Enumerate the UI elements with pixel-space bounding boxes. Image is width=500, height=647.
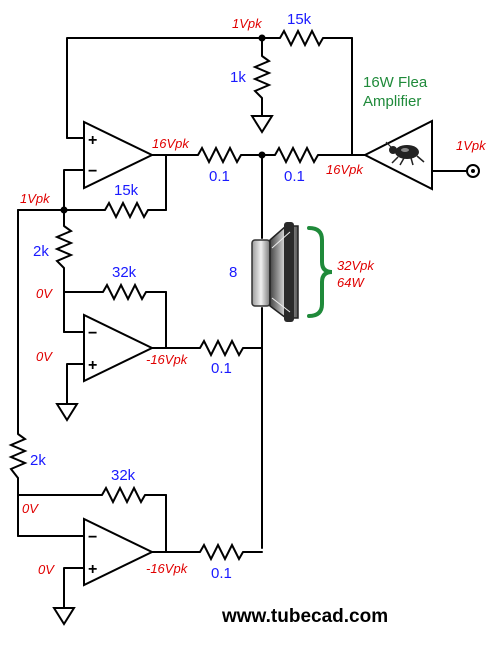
label-v-opamp2-noninv: 0V	[36, 349, 53, 364]
label-v-opamp3-out: -16Vpk	[146, 561, 189, 576]
junction-dot	[258, 151, 266, 159]
label-flea-title: 16W Flea	[363, 74, 428, 91]
junction-dots	[60, 34, 266, 214]
flea-bug-icon	[385, 141, 425, 166]
opamp-3: − +	[83, 517, 155, 587]
label-speaker-ohms: 8	[229, 264, 237, 281]
label-v-input: 1Vpk	[20, 191, 51, 206]
junction-dot	[60, 206, 68, 214]
label-r-15k-feedback: 15k	[114, 182, 139, 199]
label-r-0.1-opamp2: 0.1	[211, 360, 232, 377]
resistor-0.1-opamp1	[197, 145, 242, 165]
label-v-opamp2-out: -16Vpk	[146, 352, 189, 367]
resistor-1k	[252, 55, 272, 99]
label-r-2k-divider-1: 2k	[33, 243, 49, 260]
label-speaker-voltage: 32Vpk	[337, 258, 375, 273]
label-r-15k-top: 15k	[287, 11, 312, 28]
label-r-1k: 1k	[230, 69, 246, 86]
junction-dot	[258, 34, 266, 42]
resistor-15k-feedback	[104, 200, 149, 220]
label-r-0.1-opamp3: 0.1	[211, 565, 232, 582]
ground-icon	[52, 607, 76, 626]
wires	[17, 37, 469, 609]
speaker-brace	[307, 226, 333, 318]
website-url: www.tubecad.com	[221, 606, 388, 627]
label-r-0.1-flea: 0.1	[284, 168, 305, 185]
flea-amplifier	[362, 119, 433, 191]
opamp-plus-sign: +	[88, 132, 97, 149]
ground-icon	[250, 115, 274, 134]
opamp-1: + −	[83, 120, 155, 190]
resistor-15k-top	[279, 28, 324, 48]
label-v-out: 1Vpk	[456, 138, 487, 153]
opamp-plus-sign: +	[88, 357, 97, 374]
label-v-opamp1-out: 16Vpk	[152, 136, 190, 151]
resistor-32k-opamp2	[102, 282, 147, 302]
opamp-minus-sign: −	[88, 529, 97, 546]
label-r-0.1-opamp1: 0.1	[209, 168, 230, 185]
opamp-2: − +	[83, 313, 155, 383]
label-v-opamp3-noninv: 0V	[38, 562, 55, 577]
opamp-minus-sign: −	[88, 163, 97, 180]
label-r-2k-divider-2: 2k	[30, 452, 46, 469]
label-r-32k-opamp3: 32k	[111, 467, 136, 484]
resistor-0.1-flea	[274, 145, 319, 165]
label-v-opamp2-inv: 0V	[36, 286, 53, 301]
resistors	[8, 28, 324, 562]
resistor-0.1-opamp3	[199, 542, 244, 562]
label-speaker-power: 64W	[337, 275, 365, 290]
resistor-0.1-opamp2	[199, 338, 244, 358]
resistor-32k-opamp3	[101, 485, 146, 505]
opamp-plus-sign: +	[88, 561, 97, 578]
speaker-icon	[251, 222, 299, 322]
opamp-minus-sign: −	[88, 325, 97, 342]
label-r-32k-opamp2: 32k	[112, 264, 137, 281]
label-flea-subtitle: Amplifier	[363, 93, 421, 110]
ground-icon	[55, 403, 79, 422]
labels: 1Vpk 15k 1k 16W Flea Amplifier 1Vpk 16Vp…	[20, 11, 487, 627]
label-v-opamp3-inv: 0V	[22, 501, 39, 516]
resistor-2k-divider-1	[54, 225, 74, 269]
label-v-top-node: 1Vpk	[232, 16, 263, 31]
label-v-flea-out: 16Vpk	[326, 162, 364, 177]
resistor-2k-divider-2	[8, 433, 28, 479]
output-jack-icon	[466, 164, 480, 178]
